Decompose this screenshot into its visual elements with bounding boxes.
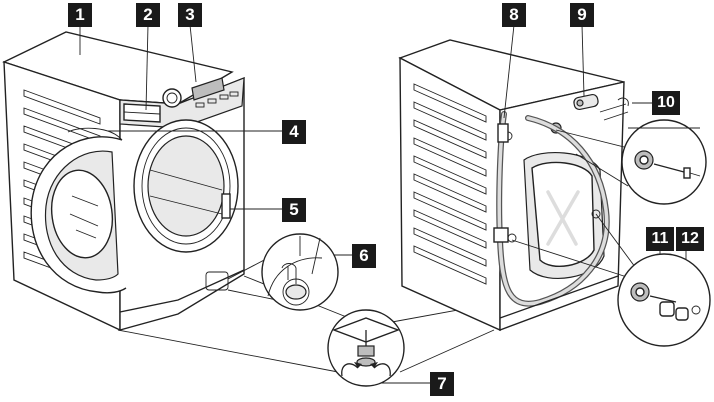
callout-6: 6 [352, 244, 376, 268]
callout-11: 11 [646, 227, 674, 251]
callout-9: 9 [570, 3, 594, 27]
zoom-detail-foot [328, 310, 404, 386]
front-machine [4, 32, 244, 330]
callout-3: 3 [178, 3, 202, 27]
zoom-detail-transit-bolt-upper [622, 120, 706, 204]
door-latch [222, 194, 230, 218]
callout-12: 12 [676, 227, 704, 251]
callout-10: 10 [652, 91, 680, 115]
zoom-detail-filter [262, 234, 338, 310]
callout-7: 7 [430, 372, 454, 396]
callout-1: 1 [68, 3, 92, 27]
rear-machine [400, 40, 652, 330]
drum [148, 136, 224, 236]
callout-2: 2 [136, 3, 160, 27]
zoom-detail-transit-bolt-lower [618, 254, 710, 346]
callout-8: 8 [502, 3, 526, 27]
hose-holder-top [498, 124, 508, 142]
callout-4: 4 [282, 120, 306, 144]
programme-knob [163, 89, 181, 107]
hose-holder-bottom [494, 228, 508, 242]
callout-5: 5 [282, 198, 306, 222]
